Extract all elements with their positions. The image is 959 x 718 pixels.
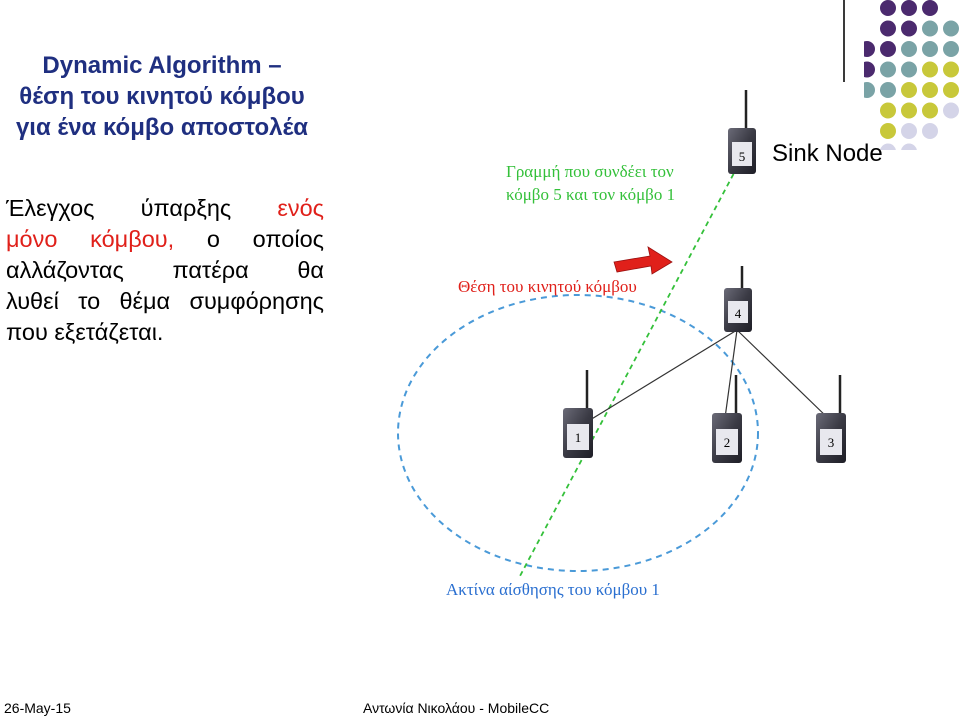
node-label: 3 (828, 435, 835, 450)
mobile-node-annotation: Θέση του κινητού κόμβου (458, 277, 637, 296)
highlight-word: μόνο (6, 226, 58, 252)
word: που εξετάζεται. (6, 319, 164, 345)
decor-dot (864, 82, 875, 98)
decor-dot (880, 41, 896, 57)
sensor-node-4: 4 (724, 266, 752, 332)
annotation-line: Γραμμή που συνδέει τον (506, 162, 674, 181)
node-links (589, 329, 831, 421)
decor-dot (943, 61, 959, 78)
red-arrow-icon (613, 246, 673, 275)
sensor-node-5: 5 (728, 90, 756, 174)
word: θέμα (119, 288, 171, 314)
decor-dot (880, 123, 896, 139)
decor-dot (943, 82, 959, 98)
body-line-3: αλλάζοντας πατέρα θα (6, 255, 324, 286)
word: ύπαρξης (140, 195, 232, 221)
body-line-1: Έλεγχος ύπαρξης ενός (6, 193, 324, 224)
footer-date: 26-May-15 (4, 700, 71, 716)
decor-dot (922, 41, 938, 57)
decor-dot (880, 0, 896, 16)
green-line-annotation: Γραμμή που συνδέει τον κόμβο 5 και τον κ… (506, 160, 675, 206)
decor-dot (901, 102, 917, 119)
word: συμφόρησης (189, 288, 324, 314)
title-line-3: για ένα κόμβο αποστολέα (15, 114, 309, 141)
sensor-node-1: 1 (563, 370, 593, 458)
decor-dot (922, 82, 938, 98)
body-line-5: που εξετάζεται. (6, 317, 324, 348)
decor-dot (901, 0, 917, 16)
slide-body: Έλεγχος ύπαρξης ενός μόνο κόμβου, ο οποί… (6, 193, 324, 348)
decor-dot (922, 61, 938, 78)
decor-dot (922, 0, 938, 16)
decor-dot (901, 82, 917, 98)
green-connection-line (519, 157, 743, 577)
decor-dot (880, 143, 896, 150)
body-line-4: λυθεί το θέμα συμφόρησης (6, 286, 324, 317)
word: λυθεί (6, 288, 59, 314)
decor-dot (880, 61, 896, 78)
annotation-line: κόμβο 5 και τον κόμβο 1 (506, 185, 676, 204)
word: ο (206, 226, 220, 252)
decor-dot (922, 20, 938, 37)
node-label: 4 (735, 306, 742, 321)
word: αλλάζοντας (6, 257, 124, 283)
decor-dot (864, 41, 875, 57)
decor-dot (901, 41, 917, 57)
sensing-radius-circle (397, 294, 759, 572)
decor-dot (880, 102, 896, 119)
decor-dot (864, 61, 875, 78)
decor-dot (943, 102, 959, 119)
decor-dot (922, 102, 938, 119)
decor-dot (880, 82, 896, 98)
decor-dot (880, 20, 896, 37)
word: οποίος (252, 226, 324, 252)
node-label: 2 (724, 435, 731, 450)
sensor-node-2: 2 (712, 375, 742, 463)
decor-dot (901, 123, 917, 139)
title-line-1: Dynamic Algorithm – (42, 52, 282, 79)
node-label: 1 (575, 430, 582, 445)
footer-author: Αντωνία Νικολάου - MobileCC (363, 700, 550, 716)
word: πατέρα (172, 257, 249, 283)
decor-dot (901, 143, 917, 150)
slide-title: Dynamic Algorithm – θέση του κινητού κόμ… (0, 50, 324, 143)
highlight-word: ενός (277, 195, 324, 221)
decor-dot (922, 123, 938, 139)
decor-dot (943, 20, 959, 37)
decor-dot (943, 41, 959, 57)
decor-dot (901, 20, 917, 37)
title-line-2: θέση του κινητού κόμβου (19, 83, 305, 110)
body-line-2: μόνο κόμβου, ο οποίος (6, 224, 324, 255)
sensing-radius-annotation: Ακτίνα αίσθησης του κόμβου 1 (446, 580, 660, 599)
highlight-word: κόμβου, (90, 226, 175, 252)
node-label: 5 (739, 149, 746, 164)
decorative-dots (864, 0, 959, 150)
word: το (78, 288, 101, 314)
sink-node-label: Sink Node (772, 140, 883, 167)
sensor-node-3: 3 (816, 375, 846, 463)
decor-dot (901, 61, 917, 78)
word: θα (297, 257, 324, 283)
word: Έλεγχος (6, 195, 95, 221)
divider-line (843, 0, 845, 82)
